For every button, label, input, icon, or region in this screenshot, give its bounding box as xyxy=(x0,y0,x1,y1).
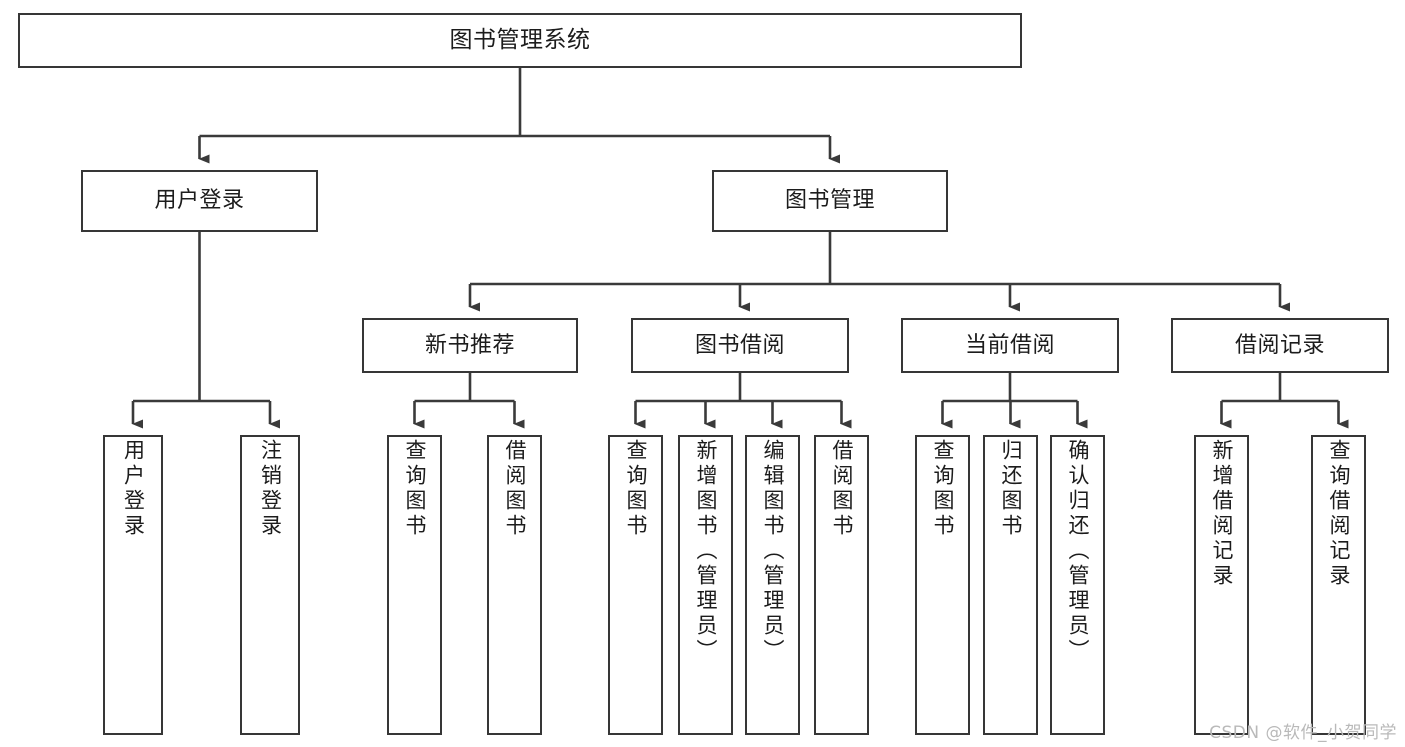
node-label: 当前借阅 xyxy=(964,332,1055,358)
node-leaf-return-book[interactable]: 归还图书 xyxy=(983,435,1038,735)
node-label: 新增图书（管理员） xyxy=(694,439,718,664)
node-leaf-borrow-book[interactable]: 借阅图书 xyxy=(814,435,869,735)
node-label: 注销登录 xyxy=(258,439,283,539)
node-leaf-query-book-cur[interactable]: 查询图书 xyxy=(915,435,970,735)
node-leaf-add-borrow-record[interactable]: 新增借阅记录 xyxy=(1194,435,1249,735)
node-label: 确认归还（管理员） xyxy=(1066,439,1090,664)
node-user-login[interactable]: 用户登录 xyxy=(81,170,318,232)
node-label: 编辑图书（管理员） xyxy=(761,439,785,664)
node-label: 图书管理系统 xyxy=(449,26,591,53)
node-new-book-recommend[interactable]: 新书推荐 xyxy=(362,318,578,373)
node-current-borrow[interactable]: 当前借阅 xyxy=(901,318,1119,373)
node-label: 查询图书 xyxy=(624,439,648,539)
node-leaf-query-book-rec[interactable]: 查询图书 xyxy=(387,435,442,735)
node-leaf-add-book-admin[interactable]: 新增图书（管理员） xyxy=(678,435,733,735)
node-label: 归还图书 xyxy=(999,439,1023,539)
node-book-borrow[interactable]: 图书借阅 xyxy=(631,318,849,373)
node-label: 查询图书 xyxy=(403,439,427,539)
node-leaf-confirm-return-admin[interactable]: 确认归还（管理员） xyxy=(1050,435,1105,735)
node-leaf-query-borrow-record[interactable]: 查询借阅记录 xyxy=(1311,435,1366,735)
node-leaf-user-logout[interactable]: 注销登录 xyxy=(240,435,300,735)
node-borrow-record[interactable]: 借阅记录 xyxy=(1171,318,1389,373)
node-label: 借阅图书 xyxy=(503,439,527,539)
node-label: 用户登录 xyxy=(121,439,146,539)
node-label: 图书管理 xyxy=(784,188,875,214)
node-label: 新增借阅记录 xyxy=(1210,439,1234,589)
node-label: 借阅图书 xyxy=(830,439,854,539)
node-label: 查询借阅记录 xyxy=(1327,439,1351,589)
node-leaf-edit-book-admin[interactable]: 编辑图书（管理员） xyxy=(745,435,800,735)
node-label: 图书借阅 xyxy=(694,332,785,358)
node-root[interactable]: 图书管理系统 xyxy=(18,13,1022,68)
node-leaf-user-login[interactable]: 用户登录 xyxy=(103,435,163,735)
node-label: 借阅记录 xyxy=(1234,332,1325,358)
node-label: 新书推荐 xyxy=(424,332,515,358)
node-label: 查询图书 xyxy=(931,439,955,539)
node-label: 用户登录 xyxy=(154,188,245,214)
watermark-text: CSDN @软件_小贺同学 xyxy=(1209,723,1397,743)
node-book-management[interactable]: 图书管理 xyxy=(712,170,948,232)
node-leaf-query-book-borrow[interactable]: 查询图书 xyxy=(608,435,663,735)
node-leaf-borrow-book-rec[interactable]: 借阅图书 xyxy=(487,435,542,735)
